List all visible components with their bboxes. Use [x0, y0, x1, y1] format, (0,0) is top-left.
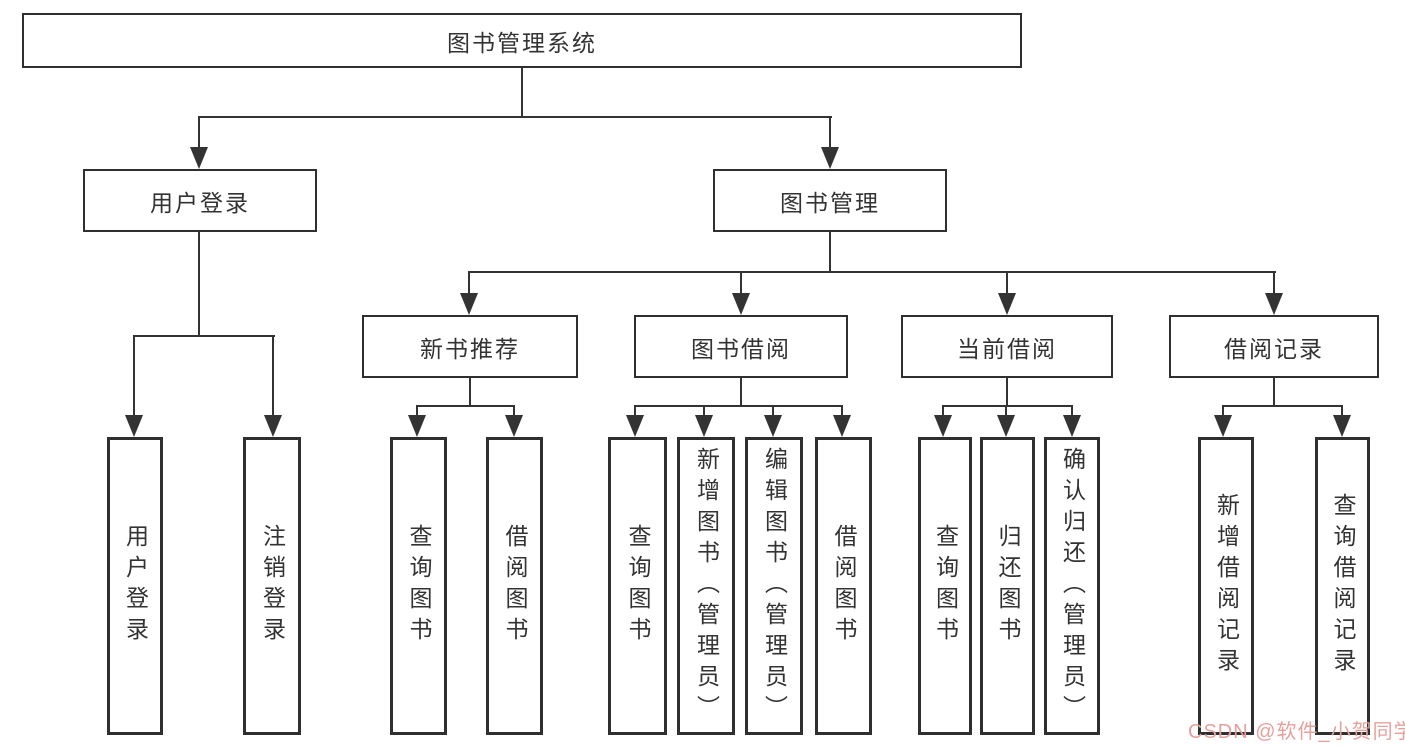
leaf-return-books: 归还图书 [980, 437, 1035, 735]
connector-line [942, 405, 944, 418]
csdn-watermark: CSDN @软件_小贺同学 [1188, 721, 1405, 743]
arrow-down-icon [997, 415, 1015, 437]
connector-line [1273, 377, 1275, 407]
leaf-edit-books-admin: 编辑图书（管理员） [745, 437, 803, 735]
connector-line [841, 405, 843, 418]
connector-line [772, 405, 774, 418]
connector-line [1273, 271, 1275, 295]
connector-line [634, 405, 843, 407]
node-book-management: 图书管理 [713, 169, 947, 232]
connector-line [942, 405, 1073, 407]
connector-line [513, 405, 515, 418]
arrow-down-icon [408, 415, 426, 437]
connector-line [416, 405, 515, 407]
arrow-down-icon [1333, 415, 1351, 437]
node-book-borrowing: 图书借阅 [634, 315, 848, 378]
arrow-down-icon [460, 293, 478, 315]
connector-line [1071, 405, 1073, 418]
arrow-down-icon [1265, 293, 1283, 315]
connector-line [1222, 405, 1343, 407]
arrow-down-icon [505, 415, 523, 437]
leaf-borrow-books-recommend: 借阅图书 [486, 437, 543, 735]
connector-line [634, 405, 636, 418]
connector-line [740, 377, 742, 407]
connector-line [703, 405, 705, 418]
leaf-user-login: 用户登录 [107, 437, 163, 735]
connector-line [198, 231, 200, 337]
arrow-down-icon [1063, 415, 1081, 437]
node-new-book-recommendation: 新书推荐 [362, 315, 578, 378]
leaf-confirm-return-admin: 确认归还（管理员） [1044, 437, 1100, 735]
connector-line [468, 271, 470, 295]
leaf-query-books-current: 查询图书 [918, 437, 972, 735]
connector-line [740, 271, 742, 295]
node-book-management-system: 图书管理系统 [22, 13, 1022, 68]
connector-line [272, 335, 274, 419]
connector-line [416, 405, 418, 418]
connector-line [1006, 377, 1008, 407]
arrow-down-icon [125, 415, 143, 437]
arrow-down-icon [1214, 415, 1232, 437]
connector-line [829, 231, 831, 273]
arrow-down-icon [732, 293, 750, 315]
arrow-down-icon [998, 293, 1016, 315]
arrow-down-icon [190, 147, 208, 169]
connector-line [1006, 271, 1008, 295]
arrow-down-icon [821, 147, 839, 169]
arrow-down-icon [833, 415, 851, 437]
leaf-query-books-recommend: 查询图书 [390, 437, 447, 735]
connector-line [1005, 405, 1007, 418]
connector-line [198, 116, 200, 149]
connector-line [1341, 405, 1343, 418]
arrow-down-icon [626, 415, 644, 437]
connector-line [829, 116, 831, 149]
arrow-down-icon [264, 415, 282, 437]
connector-line [468, 271, 1276, 273]
connector-line [133, 335, 275, 337]
arrow-down-icon [695, 415, 713, 437]
leaf-logout: 注销登录 [243, 437, 301, 735]
connector-line [198, 116, 832, 118]
leaf-query-borrow-record: 查询借阅记录 [1315, 437, 1370, 735]
node-user-login: 用户登录 [83, 169, 317, 232]
leaf-add-books-admin: 新增图书（管理员） [677, 437, 735, 735]
arrow-down-icon [764, 415, 782, 437]
node-borrowing-records: 借阅记录 [1169, 315, 1379, 378]
leaf-query-books-borrowing: 查询图书 [608, 437, 667, 735]
leaf-add-borrow-record: 新增借阅记录 [1198, 437, 1254, 735]
arrow-down-icon [934, 415, 952, 437]
connector-line [133, 335, 135, 419]
connector-line [469, 377, 471, 407]
connector-line [1222, 405, 1224, 418]
node-current-borrowing: 当前借阅 [901, 315, 1113, 378]
connector-line [521, 68, 523, 118]
leaf-borrow-books: 借阅图书 [815, 437, 872, 735]
